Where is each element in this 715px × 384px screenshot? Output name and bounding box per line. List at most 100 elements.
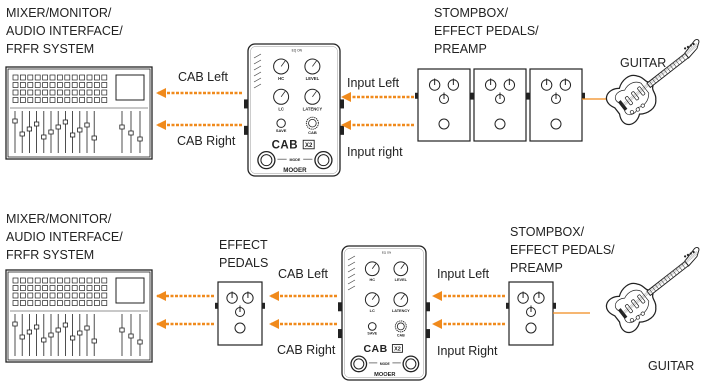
mixer-knob <box>27 74 34 81</box>
top-stomp-label-line-3: PREAMP <box>434 42 487 56</box>
guitar-knob <box>629 318 634 323</box>
top-stomp-label-line-2: EFFECT PEDALS/ <box>434 24 539 38</box>
mixer-fader-cap <box>48 129 54 135</box>
pedal-jack <box>215 302 218 309</box>
mixer-fader-cap <box>41 337 47 343</box>
cab-model-logo: CAB <box>272 139 298 151</box>
cab-led-indicator <box>347 261 356 267</box>
mixer-knob <box>57 285 63 291</box>
guitar-pickup <box>624 96 633 106</box>
mixer-knob <box>94 97 100 103</box>
mixer-knob <box>49 292 56 299</box>
mixer-knob <box>49 82 56 88</box>
bottom-mixer <box>5 269 153 363</box>
bottom-mixer-label-line-3: FRFR SYSTEM <box>6 248 95 262</box>
mixer-knob <box>42 97 48 103</box>
mixer-knob <box>27 292 34 299</box>
cab-knob-label: HC <box>369 278 375 282</box>
top-stompbox-2 <box>471 68 529 142</box>
mixer-knob <box>34 82 41 88</box>
mixer-knob <box>27 97 34 103</box>
guitar-tuner <box>686 45 690 49</box>
pedal-footswitch <box>234 322 246 334</box>
mixer-knob <box>57 300 63 306</box>
mixer-knob <box>101 292 108 299</box>
mixer-knob <box>42 285 48 291</box>
mixer-knob <box>34 74 41 81</box>
mixer-knob <box>34 285 41 291</box>
mixer-fader-cap <box>137 136 143 142</box>
cab-brand-logo: MOOER <box>283 167 307 174</box>
cab-brand-logo: MOOER <box>374 372 395 378</box>
cab-output-jack-right <box>338 329 342 339</box>
cab-mode-label: MODE <box>290 158 301 162</box>
mixer-knob <box>71 277 78 284</box>
bottom-effect-label-line-2: PEDALS <box>219 256 269 270</box>
cab-led-indicator <box>253 59 262 65</box>
mixer-knob <box>57 292 63 299</box>
mixer-knob <box>12 277 19 284</box>
mixer-knob <box>34 97 41 103</box>
mixer-knob <box>42 300 48 306</box>
guitar-pickup <box>624 304 633 314</box>
pedal-jack <box>471 92 474 99</box>
mixer-knob <box>20 82 26 88</box>
guitar-tuner <box>689 252 692 255</box>
mixer-knob <box>57 97 63 103</box>
bottom-input-left-label: Input Left <box>437 267 490 281</box>
top-mixer <box>5 66 153 160</box>
mixer-knob <box>34 89 41 96</box>
mixer-knob <box>101 300 108 306</box>
cab-save-label: SAVE <box>276 128 287 133</box>
mixer-knob <box>27 89 34 96</box>
cab-save-label: SAVE <box>367 332 377 336</box>
cab-knob-label: LEVEL <box>306 76 320 81</box>
top-stomp-label-line-1: STOMPBOX/ <box>434 6 509 20</box>
mixer-knob <box>71 74 78 81</box>
mixer-knob <box>94 300 100 306</box>
mixer-knob <box>20 300 26 306</box>
mixer-knob <box>64 74 71 81</box>
cab-led-indicator <box>253 83 262 89</box>
mixer-knob <box>27 300 34 306</box>
pedal-footswitch <box>525 322 537 334</box>
mixer-knob <box>71 97 78 103</box>
mixer-knob <box>42 89 48 96</box>
mixer-knob <box>42 277 48 284</box>
bottom-guitar-label: GUITAR <box>648 359 695 373</box>
mixer-fader-cap <box>70 132 76 138</box>
mixer-knob <box>94 285 100 291</box>
mixer-knob <box>71 82 78 88</box>
bottom-cab-left-label: CAB Left <box>278 267 329 281</box>
mixer-knob <box>86 97 93 103</box>
guitar-tuner <box>686 253 690 257</box>
mixer-knob <box>86 292 93 299</box>
guitar-knob <box>635 107 640 112</box>
guitar-pickup <box>631 299 640 309</box>
mixer-knob <box>12 82 19 88</box>
mixer-fader-cap <box>12 321 18 327</box>
mixer-knob <box>42 74 48 81</box>
mixer-knob <box>94 292 100 299</box>
mixer-knob <box>20 89 26 96</box>
top-input-left-label: Input Left <box>347 76 400 90</box>
mixer-knob <box>27 82 34 88</box>
mixer-knob <box>20 285 26 291</box>
cab-knob-label: HC <box>278 76 284 81</box>
mixer-knob <box>49 89 56 96</box>
mixer-screen <box>115 277 145 304</box>
mixer-fader-cap <box>19 334 25 340</box>
cab-led-indicator <box>347 255 356 261</box>
mixer-knob <box>34 292 41 299</box>
cab-led-indicator <box>347 267 356 273</box>
bottom-mixer-label-line-2: AUDIO INTERFACE/ <box>6 230 123 244</box>
mixer-knob <box>71 89 78 96</box>
cab-device-body <box>247 43 341 177</box>
pedal-jack <box>262 302 265 309</box>
pedal-footswitch <box>494 118 506 130</box>
top-cab-left-label: CAB Left <box>178 70 229 84</box>
mixer-knob <box>64 285 71 291</box>
bottom-stomp-label-line-3: PREAMP <box>510 261 563 275</box>
guitar-pickup <box>637 294 646 304</box>
